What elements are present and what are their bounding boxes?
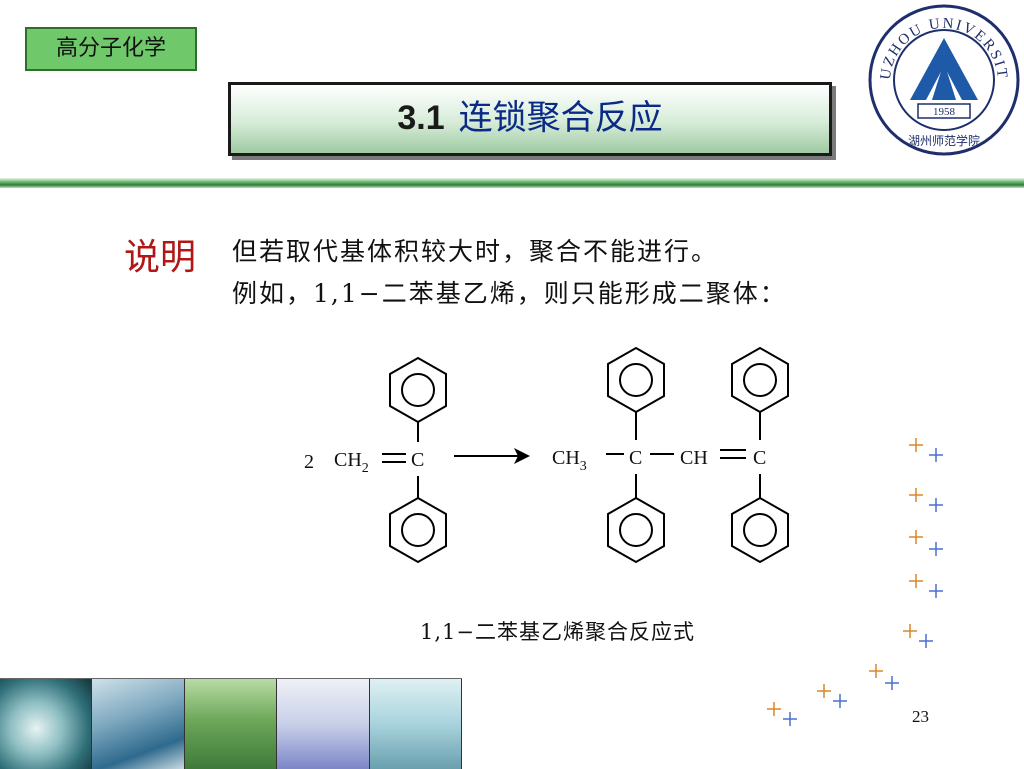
benzene-ring [731,346,789,414]
benzene-ring [389,496,447,564]
benzene-ring [731,496,789,564]
title-text: 连锁聚合反应 [458,98,663,138]
scheme-caption: 1,1−二苯基乙烯聚合反应式 [420,620,695,644]
logo-year: 1958 [933,106,956,118]
product-sub: 3 [580,459,587,474]
coefficient: 2 [304,451,314,473]
svg-text:CH2: CH2 [334,449,369,476]
product-c1: C [629,447,642,469]
reactant-c: C [411,449,424,471]
benzene-ring [607,346,665,414]
photo-acrylic-chair [277,679,370,769]
reactant-sub: 2 [362,461,369,476]
decorative-photo-strip [0,678,463,769]
decorative-sparkles [767,438,943,726]
benzene-ring [607,496,665,564]
reaction-scheme: 2 CH2 C CH3 C CH C [304,346,789,564]
note-label: 说明 [124,237,197,278]
product-ch: CH [552,447,580,469]
product-c2: C [753,447,766,469]
svg-text:CH3: CH3 [552,447,587,474]
reactant-ch: CH [334,449,362,471]
photo-acrylic-item [184,679,278,769]
note-line-2: 例如，1,1−二苯基乙烯，则只能形成二聚体： [232,279,787,308]
product-ch-mid: CH [680,447,708,469]
note-line-1: 但若取代基体积较大时，聚合不能进行。 [232,237,719,266]
photo-folding-chair [369,679,463,769]
university-logo: HUZHOU UNIVERSITY 1958 湖州师范学院 [866,2,1020,156]
benzene-ring [389,356,447,424]
logo-bottom-text: 湖州师范学院 [908,133,980,148]
slide-title: 3.1 连锁聚合反应 [228,82,832,156]
course-tag: 高分子化学 [25,27,197,71]
page-number: 23 [912,707,929,726]
title-number: 3.1 [397,99,445,137]
photo-card-holder [92,679,185,769]
header-divider [0,178,1024,188]
photo-glass-sculpture [0,679,93,769]
